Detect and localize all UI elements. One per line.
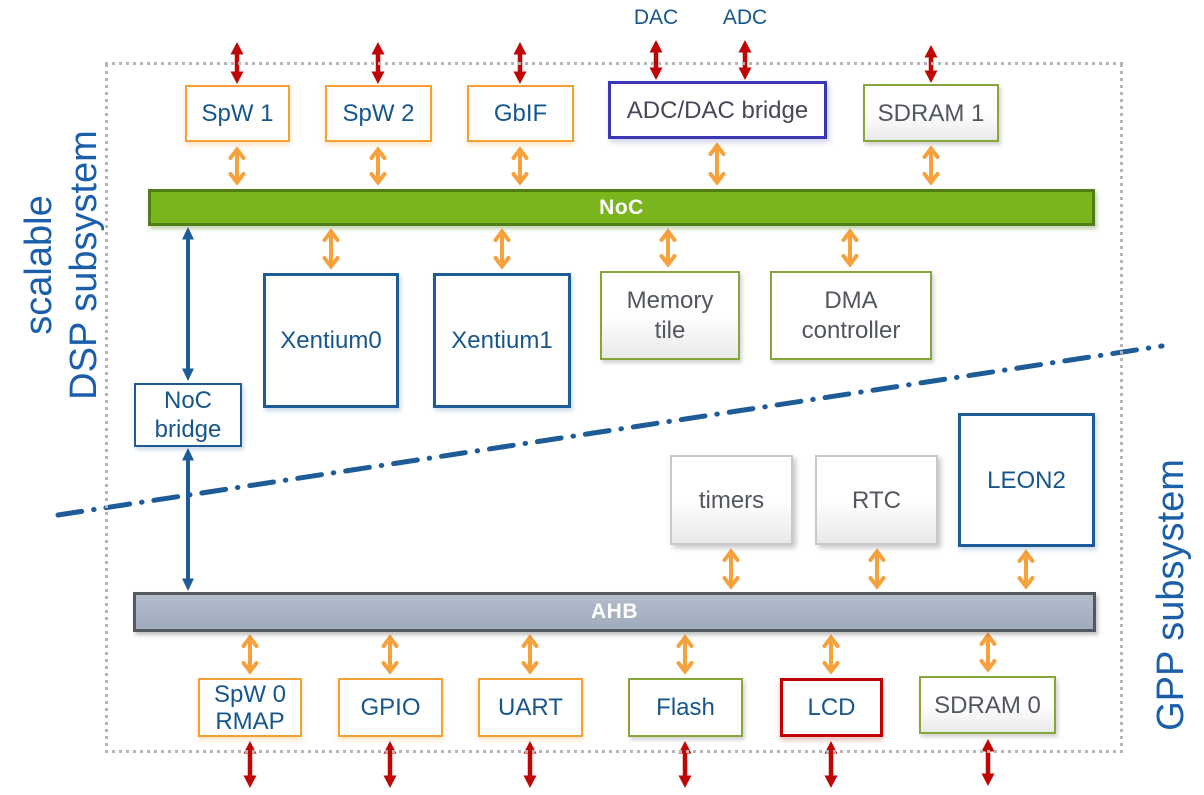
block-rtc: RTC	[815, 455, 938, 545]
adc-pin-label: ADC	[722, 6, 768, 29]
block-leon2: LEON2	[958, 413, 1095, 547]
block-timers: timers	[670, 455, 793, 545]
block-flash: Flash	[628, 678, 743, 737]
noc-bus: NoC	[148, 189, 1095, 226]
block-sdram1: SDRAM 1	[863, 84, 999, 142]
dsp-subsystem-label: scalable DSP subsystem	[17, 65, 107, 465]
block-uart: UART	[478, 678, 583, 737]
block-sdram0: SDRAM 0	[919, 676, 1056, 734]
block-gbif: GbIF	[467, 85, 574, 142]
ahb-bus: AHB	[133, 592, 1096, 632]
chip-boundary-left	[105, 62, 108, 753]
block-dma-controller: DMA controller	[770, 271, 932, 360]
gpp-subsystem-label: GPP subsystem	[1150, 459, 1192, 731]
chip-boundary-bottom	[105, 750, 1123, 753]
block-lcd: LCD	[780, 678, 883, 737]
block-xentium1: Xentium1	[433, 273, 571, 408]
block-memory-tile: Memory tile	[600, 271, 740, 360]
block-adc-dac-bridge: ADC/DAC bridge	[608, 81, 827, 139]
block-spw2: SpW 2	[325, 85, 432, 142]
block-noc-bridge: NoC bridge	[134, 383, 242, 447]
dsp-subsystem-label-line1: scalable	[18, 195, 60, 335]
block-gpio: GPIO	[338, 678, 443, 737]
chip-boundary-top	[105, 62, 1123, 65]
block-spw0-rmap: SpW 0 RMAP	[198, 678, 302, 737]
dsp-subsystem-label-line2: DSP subsystem	[63, 130, 105, 400]
chip-boundary-right	[1120, 62, 1123, 753]
dac-pin-label: DAC	[633, 6, 679, 29]
block-xentium0: Xentium0	[263, 273, 399, 408]
block-spw1: SpW 1	[185, 85, 290, 142]
